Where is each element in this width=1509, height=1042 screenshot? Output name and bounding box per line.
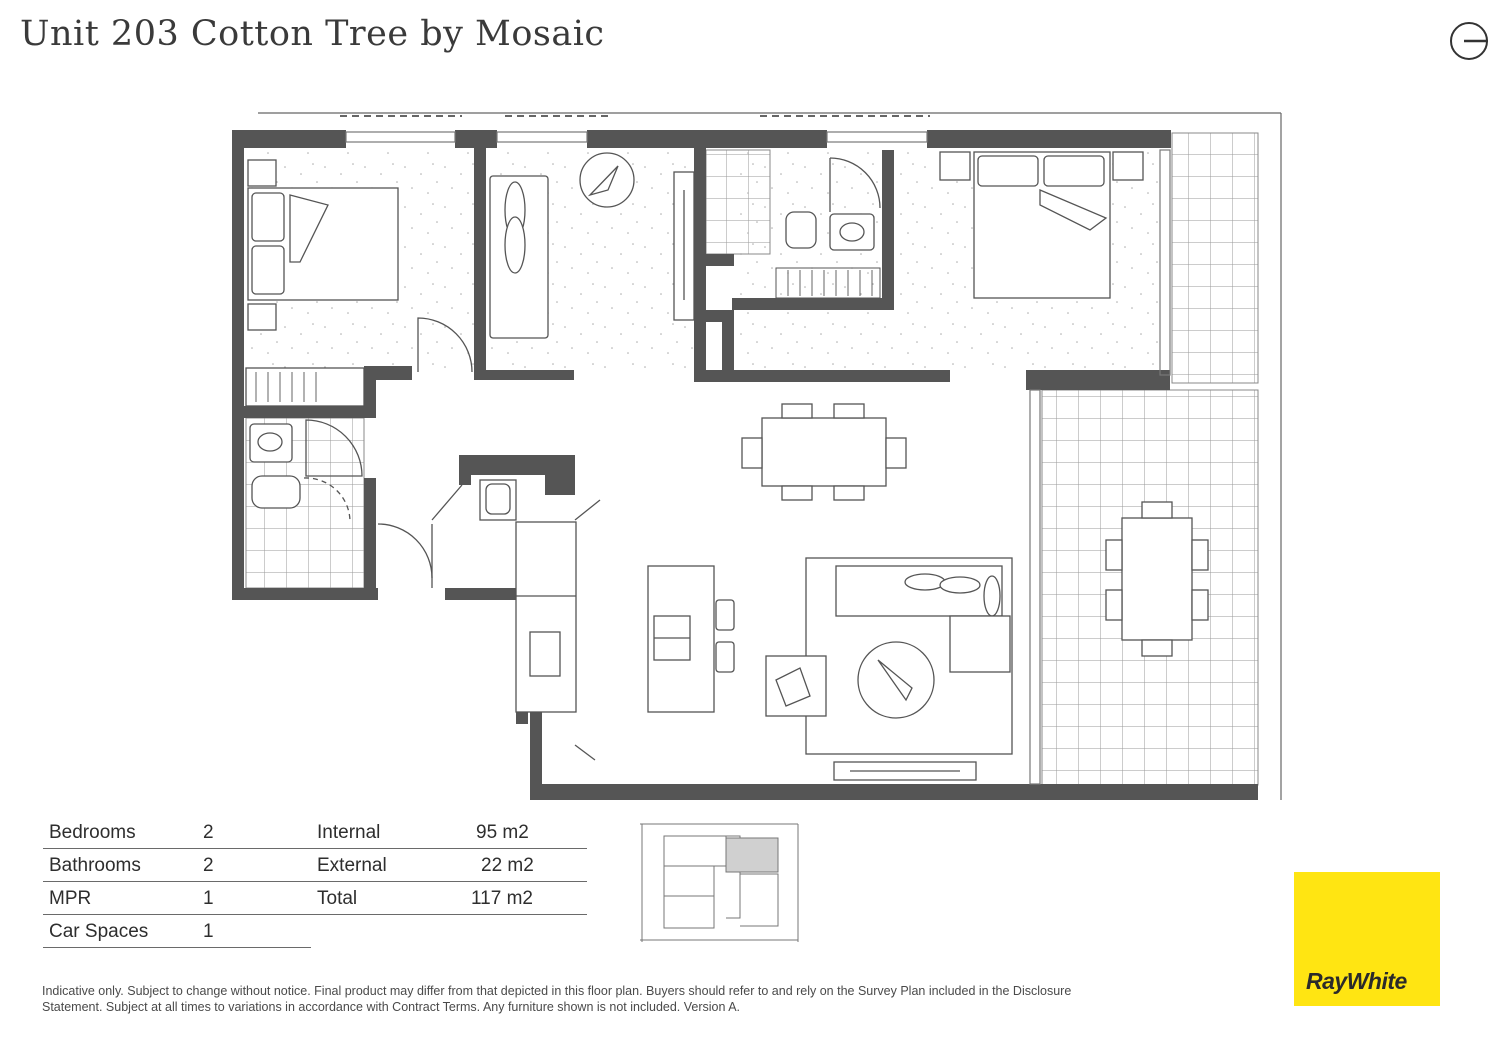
stat-value: 1: [203, 888, 214, 909]
stat-value: 2: [203, 822, 214, 843]
stat-label: Car Spaces: [49, 921, 149, 942]
north-arrow-icon: [1450, 22, 1488, 60]
stat-label: Internal: [317, 822, 381, 843]
bed-2: [939, 151, 1144, 299]
kitchen: [479, 479, 735, 713]
stat-row-total: Total 117 m2: [311, 884, 587, 915]
stat-label: External: [317, 855, 387, 876]
stat-row-car-spaces: Car Spaces 1: [43, 917, 311, 948]
stat-label: MPR: [49, 888, 92, 909]
stat-value: 95 m2: [476, 822, 529, 843]
dining-set: [741, 403, 907, 501]
stat-row-bedrooms: Bedrooms 2: [43, 818, 311, 849]
door-swings: [305, 157, 881, 761]
raywhite-logo: RayWhite: [1294, 872, 1440, 1006]
key-plan: [640, 823, 799, 942]
mpr-furniture: [489, 152, 695, 339]
logo-text: RayWhite: [1306, 968, 1407, 994]
boundary-lines: [258, 112, 1282, 800]
bed-1: [245, 159, 399, 407]
wardrobe-1: [255, 372, 317, 402]
stat-value: 1: [203, 921, 214, 942]
stat-row-external: External 22 m2: [311, 851, 587, 882]
stat-row-mpr: MPR 1: [43, 884, 311, 915]
stat-value: 117 m2: [471, 888, 533, 909]
stat-label: Total: [317, 888, 358, 909]
stat-row-internal: Internal 95 m2: [311, 818, 587, 849]
balcony-dining: [1105, 501, 1209, 657]
ensuite-fixtures: [785, 211, 875, 251]
disclaimer-text: Indicative only. Subject to change witho…: [42, 984, 1072, 1014]
living-furniture: [765, 557, 1013, 781]
key-plan-unit-highlight: [725, 837, 779, 873]
stat-value: 22 m2: [481, 855, 534, 876]
stat-label: Bedrooms: [49, 822, 136, 843]
stat-row-bathrooms: Bathrooms 2: [43, 851, 311, 882]
windows: [345, 131, 1171, 785]
bathroom-fixtures: [249, 423, 351, 523]
page-title: Unit 203 Cotton Tree by Mosaic: [20, 14, 605, 54]
wardrobe-2: [775, 267, 881, 299]
stat-value: 2: [203, 855, 214, 876]
stat-label: Bathrooms: [49, 855, 141, 876]
